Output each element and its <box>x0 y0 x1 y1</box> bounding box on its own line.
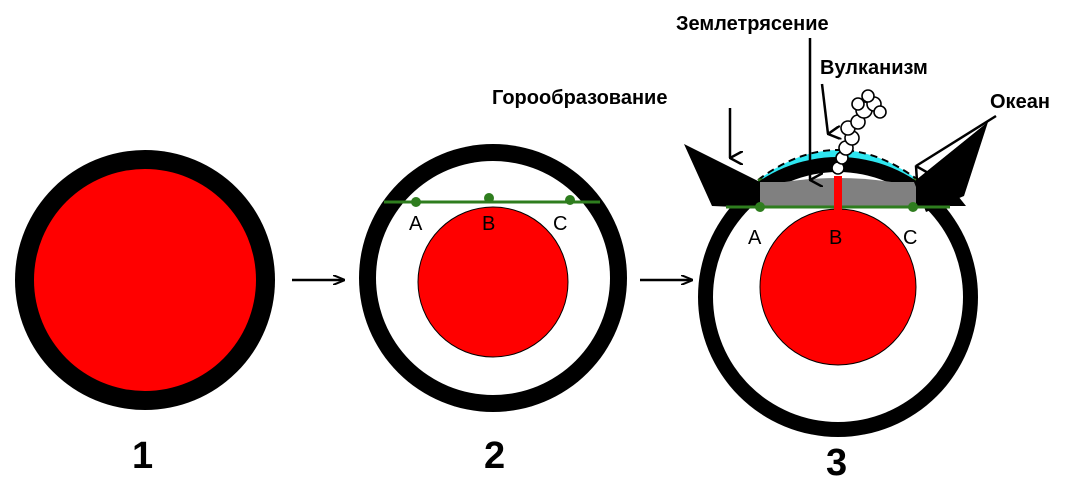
stage-2-number: 2 <box>484 435 505 477</box>
stage-1-number: 1 <box>132 435 153 477</box>
stage-2-point-a <box>411 197 421 207</box>
stage-3-left-shoulder <box>712 176 760 206</box>
stage-3-magma-conduit <box>834 176 842 216</box>
stage-3-point-c <box>908 202 918 212</box>
stage-2: A B C 2 <box>359 144 627 477</box>
stage-2-core <box>417 206 569 358</box>
stage-3-label-b: B <box>829 227 842 249</box>
stage-2-point-b <box>484 193 494 203</box>
pointer-ocean <box>916 114 997 166</box>
stage-2-label-c: C <box>553 213 567 235</box>
stage-3-label-a: A <box>748 227 762 249</box>
label-earthquake: Землетрясение <box>676 13 829 35</box>
stage-1: 1 <box>15 150 275 477</box>
stage-2-label-b: B <box>482 213 495 235</box>
stage-3-number: 3 <box>826 442 847 479</box>
stage-3-label-c: C <box>903 227 917 249</box>
stage-1-core <box>34 169 256 391</box>
label-mountain-building: Горообразование <box>492 87 667 109</box>
stage-3-ocean-surface <box>757 149 919 181</box>
pointer-volcanism <box>820 83 828 134</box>
stage-2-point-c <box>565 195 575 205</box>
stage-3: A B C Горообразование Землетрясение Вулк… <box>492 13 1050 479</box>
label-volcanism: Вулканизм <box>820 57 928 79</box>
volcano-smoke-icon <box>831 89 887 175</box>
stage-3-right-shoulder <box>916 180 966 206</box>
stage-2-label-a: A <box>409 213 423 235</box>
label-ocean: Океан <box>990 91 1050 113</box>
stage-3-point-a <box>755 202 765 212</box>
